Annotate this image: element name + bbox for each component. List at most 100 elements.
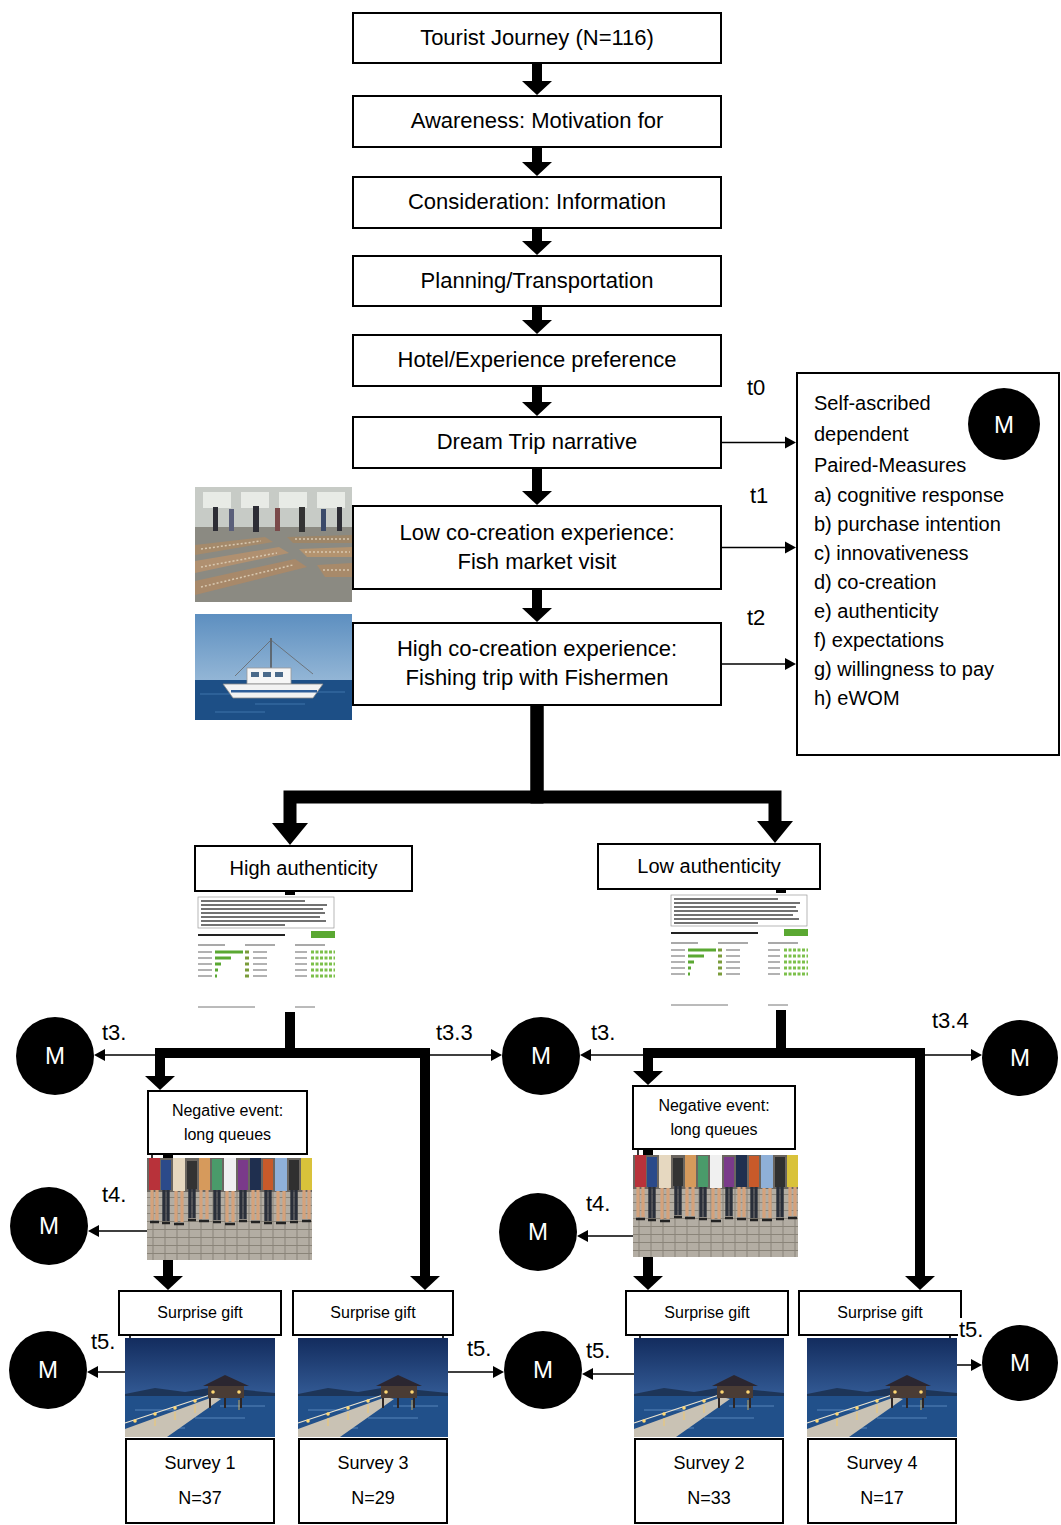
node-text: M (1010, 1044, 1030, 1072)
measure-circle: M (499, 1193, 577, 1271)
node-subtext: f) expectations (814, 626, 1042, 655)
node-text: Dream Trip narrative (437, 428, 638, 457)
time-label: t4. (101, 1183, 127, 1207)
arrow-head (633, 1276, 663, 1290)
connector-arrow (88, 1155, 152, 1237)
circle-fill (968, 388, 1040, 460)
pier-photo (634, 1338, 784, 1437)
arrow-head (88, 1225, 99, 1237)
measure-circle: M (502, 1017, 580, 1095)
connector-line (586, 1150, 638, 1236)
connector-line (537, 706, 775, 825)
connector-line (97, 1155, 152, 1231)
time-label: t3.3 (435, 1021, 474, 1045)
circle-fill (499, 1193, 577, 1271)
survey-box: Survey 1N=37 (125, 1438, 275, 1524)
review-screenshot (195, 895, 341, 1012)
circle-fill (502, 1017, 580, 1095)
node-subtext: b) purchase intention (814, 510, 1042, 539)
pier-photo (807, 1338, 957, 1437)
circle-fill (16, 1017, 94, 1095)
node-text: M (45, 1042, 65, 1070)
node-text: Survey 4 (846, 1453, 917, 1474)
node-text: M (38, 1356, 58, 1384)
connector-arrow (537, 706, 793, 843)
measure-circle: M (16, 1017, 94, 1095)
time-label: t5. (958, 1318, 984, 1342)
arrow-head (493, 1366, 504, 1378)
connector-line (532, 590, 542, 611)
connector-arrow (722, 542, 796, 554)
pier-photo (125, 1338, 275, 1437)
event-box: Negative event: long queues (632, 1085, 796, 1150)
queue-photo (147, 1158, 312, 1260)
node-subtext: N=37 (178, 1488, 222, 1509)
review-screenshot (668, 893, 814, 1010)
node-text: Surprise gift (157, 1304, 242, 1322)
arrow-head (522, 81, 552, 95)
arrow-head (971, 1049, 982, 1061)
connector-arrow (722, 658, 796, 670)
queue-photo (633, 1155, 798, 1257)
node-subtext: a) cognitive response (814, 481, 1042, 510)
node-text: Negative event: long queues (159, 1099, 296, 1145)
arrow-head (580, 1049, 591, 1061)
node-text: M (994, 409, 1014, 440)
arrow-head (145, 1076, 175, 1090)
node-text: Survey 2 (673, 1453, 744, 1474)
time-label: t1 (749, 484, 769, 508)
survey-box: Survey 4N=17 (807, 1438, 957, 1524)
measures-panel: MSelf-ascribed dependent Paired-Measures… (796, 372, 1060, 756)
arrow-head (522, 402, 552, 416)
node-subtext: e) authenticity (814, 597, 1042, 626)
node-text: Awareness: Motivation for (411, 107, 664, 136)
measure-circle: M (982, 1020, 1058, 1096)
node-text: Consideration: Information (408, 188, 666, 217)
arrow-head (905, 1276, 935, 1290)
node-text: M (528, 1218, 548, 1246)
event-box: Surprise gift (625, 1290, 789, 1336)
process-box: Dream Trip narrative (352, 416, 722, 469)
arrow-head (522, 491, 552, 505)
time-label: t2 (746, 606, 766, 630)
arrow-head (272, 823, 308, 845)
arrow-head (582, 1368, 593, 1380)
measure-circle: M (982, 1325, 1058, 1401)
arrow-head (971, 1359, 982, 1371)
node-text: High co-creation experience: Fishing tri… (378, 635, 696, 692)
connector-arrow (522, 64, 552, 95)
node-text: Tourist Journey (N=116) (420, 24, 654, 53)
process-box: Awareness: Motivation for (352, 95, 722, 148)
node-subtext: N=33 (687, 1488, 731, 1509)
connector-arrow (522, 469, 552, 505)
circle-fill (982, 1020, 1058, 1096)
arrow-head (153, 1276, 183, 1290)
fish-market-photo (195, 487, 352, 602)
node-subtext: c) innovativeness (814, 539, 1042, 568)
time-label: t3. (101, 1021, 127, 1045)
node-text: Surprise gift (664, 1304, 749, 1322)
event-box: Surprise gift (798, 1290, 962, 1336)
fishing-boat-photo (195, 614, 352, 720)
circle-fill (504, 1331, 582, 1409)
connector-arrow (582, 1336, 640, 1380)
node-text: M (533, 1356, 553, 1384)
connector-arrow (522, 307, 552, 334)
time-label: t0 (746, 376, 766, 400)
measure-circle: M (968, 388, 1040, 460)
arrow-head (522, 241, 552, 255)
node-text: Low co-creation experience: Fish market … (378, 519, 696, 576)
node-text: M (1010, 1349, 1030, 1377)
event-box: Surprise gift (118, 1290, 282, 1336)
measure-circle: M (9, 1331, 87, 1409)
event-box: Surprise gift (292, 1290, 454, 1336)
process-box: Tourist Journey (N=116) (352, 12, 722, 64)
arrow-head (87, 1366, 98, 1378)
circle-fill (982, 1325, 1058, 1401)
node-subtext: N=29 (351, 1488, 395, 1509)
time-label: t4. (585, 1192, 611, 1216)
connector-line (722, 547, 787, 549)
arrow-head (522, 320, 552, 334)
process-box: High co-creation experience: Fishing tri… (352, 622, 722, 706)
